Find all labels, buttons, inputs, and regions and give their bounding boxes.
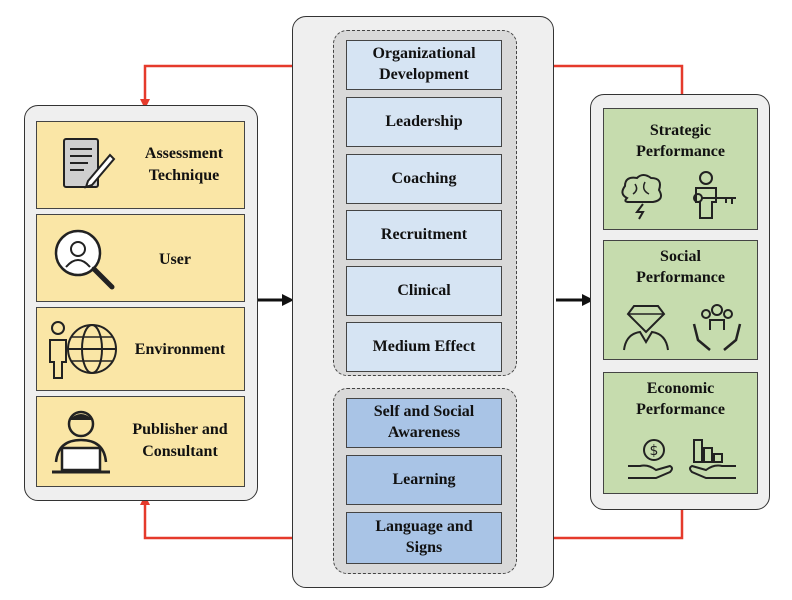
center-item-org-dev: Organizational Development <box>346 40 502 90</box>
left-item-label: Assessment Technique <box>144 145 224 184</box>
right-item-strategic: Strategic Performance <box>603 108 758 230</box>
brain-lightning-icon <box>617 172 665 225</box>
left-item-label: Publisher and Consultant <box>132 421 228 460</box>
center-item-self-awareness: Self and Social Awareness <box>346 398 502 448</box>
center-item-leadership: Leadership <box>346 97 502 147</box>
right-item-label: Economic Performance <box>636 380 725 418</box>
center-item-medium-effect: Medium Effect <box>346 322 502 372</box>
svg-text:$: $ <box>650 443 659 459</box>
person-globe-icon <box>46 316 120 387</box>
hand-coin-icon: $ <box>626 438 676 485</box>
right-item-social: Social Performance <box>603 240 758 360</box>
hands-group-icon <box>690 300 744 359</box>
document-pen-icon <box>58 135 120 202</box>
person-diamond-icon <box>620 302 672 357</box>
hand-chart-icon <box>682 436 738 485</box>
person-laptop-icon <box>48 404 114 483</box>
center-item-clinical: Clinical <box>346 266 502 316</box>
center-item-coaching: Coaching <box>346 154 502 204</box>
center-item-language-signs: Language and Signs <box>346 512 502 564</box>
center-item-recruitment: Recruitment <box>346 210 502 260</box>
right-item-economic: Economic Performance <box>603 372 758 494</box>
person-key-icon <box>688 170 740 225</box>
right-item-label: Strategic Performance <box>636 122 725 160</box>
center-item-learning: Learning <box>346 455 502 505</box>
left-item-label: User <box>159 251 191 268</box>
left-item-label: Environment <box>134 341 226 358</box>
right-item-label: Social Performance <box>636 248 725 286</box>
magnifier-user-icon <box>50 225 118 298</box>
